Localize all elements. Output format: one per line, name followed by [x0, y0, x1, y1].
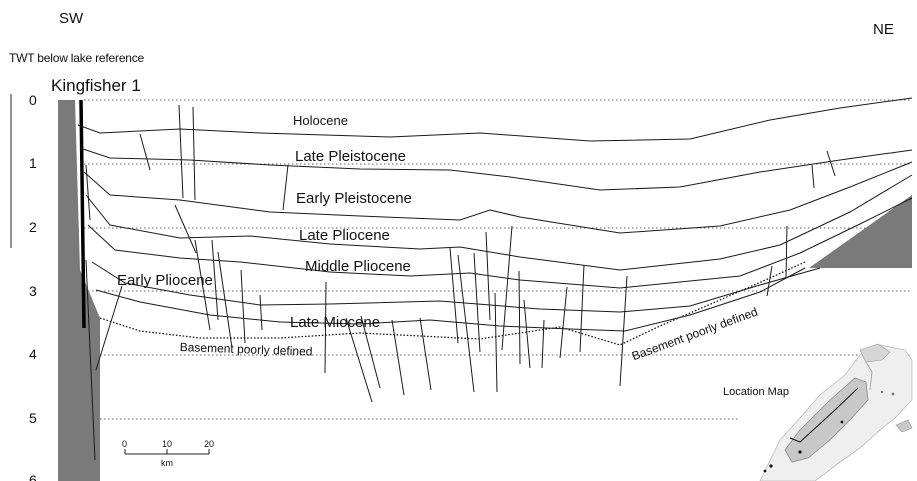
well-name: Kingfisher 1	[51, 76, 141, 95]
fault	[518, 270, 521, 365]
horizon-middle-pliocene-base	[87, 197, 913, 289]
basement-left	[58, 100, 100, 481]
fault	[811, 164, 815, 189]
horizon-late-pleistocene-base	[79, 147, 913, 191]
unit-holocene: Holocene	[293, 113, 348, 128]
fault	[282, 164, 289, 211]
unit-late-pleistocene: Late Pleistocene	[295, 148, 406, 165]
map-lake-north	[859, 343, 891, 363]
orientation-sw: SW	[59, 10, 84, 27]
fault	[95, 285, 123, 371]
unit-middle-pliocene: Middle Pliocene	[305, 258, 411, 275]
horizon-late-pliocene-base	[85, 174, 913, 271]
fault	[619, 275, 628, 387]
fault	[174, 204, 197, 254]
map-well-marker	[798, 450, 802, 454]
axis-tick-6: 6	[29, 472, 37, 481]
basement-poorly-defined-horizon	[99, 261, 806, 346]
fault	[240, 269, 246, 344]
basement-right	[809, 195, 912, 268]
map-well-marker	[840, 420, 844, 424]
map-small-island	[895, 419, 913, 433]
fault	[139, 133, 151, 171]
fault	[559, 286, 568, 359]
axis-title: TWT below lake reference	[9, 51, 145, 65]
horizons	[77, 97, 913, 332]
fault	[541, 319, 545, 369]
horizon-holocene-base	[77, 97, 913, 142]
horizon-late-miocene-top	[95, 267, 806, 332]
fault	[345, 317, 373, 403]
unit-early-pliocene: Early Pliocene	[117, 272, 213, 289]
fault	[85, 259, 96, 461]
map-river	[865, 361, 873, 391]
fault	[324, 281, 327, 374]
map-well-marker	[769, 464, 773, 468]
faults	[85, 104, 836, 461]
axis-tick-5: 5	[29, 410, 37, 426]
fault	[194, 239, 211, 331]
axis-tick-1: 1	[29, 155, 37, 171]
fault	[178, 104, 184, 199]
fault	[217, 251, 233, 349]
map-section-line	[789, 387, 859, 443]
scale-tick-20: 20	[204, 439, 215, 449]
fault	[579, 264, 585, 353]
axis-tick-2: 2	[29, 219, 37, 235]
fault	[192, 106, 196, 201]
fault	[785, 225, 788, 279]
twt-gridlines	[84, 99, 912, 420]
fault	[473, 252, 481, 353]
fault	[501, 225, 513, 351]
fault	[826, 150, 836, 177]
orientation-ne: NE	[873, 21, 894, 38]
location-map-graphic	[759, 343, 913, 481]
well-kingfisher-1	[79, 99, 86, 329]
fault	[419, 317, 432, 391]
fault	[485, 231, 491, 321]
fault	[85, 164, 91, 221]
scale-unit: km	[161, 458, 173, 468]
unit-early-pleistocene: Early Pleistocene	[296, 190, 412, 207]
fault	[449, 247, 459, 344]
map-lake	[784, 377, 869, 463]
fault	[766, 265, 773, 297]
unit-late-miocene: Late Miocene	[290, 314, 381, 331]
fault	[523, 299, 531, 369]
fault	[391, 319, 405, 396]
location-map-title: Location Map	[723, 386, 790, 398]
map-point	[880, 390, 884, 394]
scale-bar	[124, 449, 210, 455]
fault	[457, 254, 475, 393]
horizon-early-pliocene-base	[91, 261, 821, 313]
axis-tick-0: 0	[29, 92, 37, 108]
map-point	[891, 392, 895, 396]
unit-late-pliocene: Late Pliocene	[299, 227, 390, 244]
fault	[259, 294, 263, 331]
fault	[360, 315, 381, 389]
horizon-early-pleistocene-base	[83, 161, 913, 234]
map-well-marker	[763, 469, 767, 473]
scale-tick-0: 0	[122, 439, 128, 449]
fault	[211, 239, 219, 321]
scale-tick-10: 10	[162, 439, 173, 449]
fault	[494, 292, 498, 393]
axis-tick-4: 4	[29, 346, 37, 362]
axis-tick-3: 3	[29, 283, 37, 299]
